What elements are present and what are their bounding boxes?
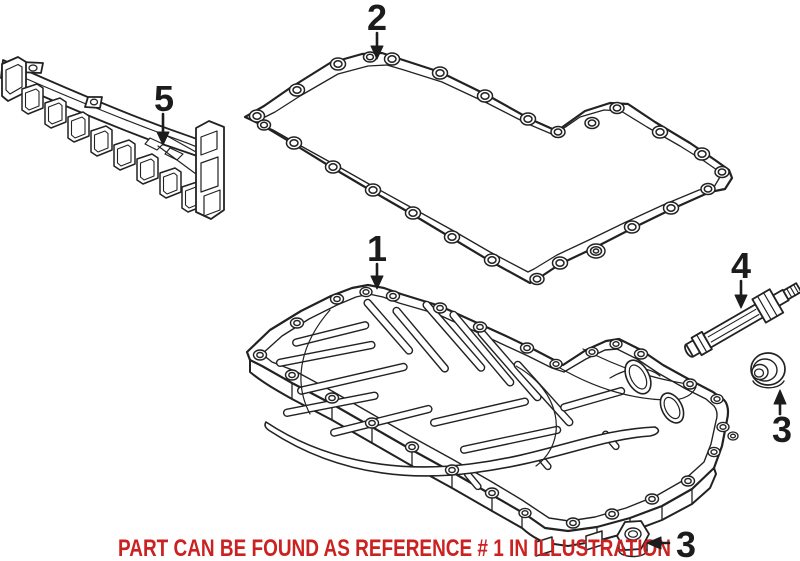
callout-1[interactable]: 1 (367, 228, 387, 290)
reference-notice: PART CAN BE FOUND AS REFERENCE # 1 IN IL… (118, 535, 671, 561)
part-1-oil-pan (245, 283, 739, 557)
part-3-seal-plug (750, 352, 786, 389)
callout-2-label[interactable]: 2 (367, 0, 387, 38)
callout-arrow-icon (646, 536, 671, 550)
callout-3-plug[interactable]: 3 (772, 389, 792, 450)
callout-3-nut[interactable]: 3 (646, 524, 696, 561)
callout-3-plug-label[interactable]: 3 (772, 409, 792, 450)
callout-arrow-icon (734, 279, 748, 309)
part-4-oil-drain-tube (684, 282, 800, 358)
callout-arrow-icon (156, 112, 170, 146)
part-3-drain-nut (616, 520, 650, 558)
callout-arrow-icon (370, 262, 384, 290)
callout-2[interactable]: 2 (367, 0, 387, 60)
callout-5[interactable]: 5 (154, 78, 174, 146)
callout-5-label[interactable]: 5 (154, 78, 174, 119)
part-5-baffle-bracket (0, 56, 225, 220)
part-2-oil-pan-gasket (243, 51, 734, 286)
callout-3-nut-label[interactable]: 3 (676, 524, 696, 561)
callout-arrow-icon (773, 389, 787, 416)
callout-4[interactable]: 4 (731, 245, 751, 309)
callout-1-label[interactable]: 1 (367, 228, 387, 269)
callout-4-label[interactable]: 4 (731, 245, 751, 286)
callout-arrow-icon (370, 31, 384, 60)
